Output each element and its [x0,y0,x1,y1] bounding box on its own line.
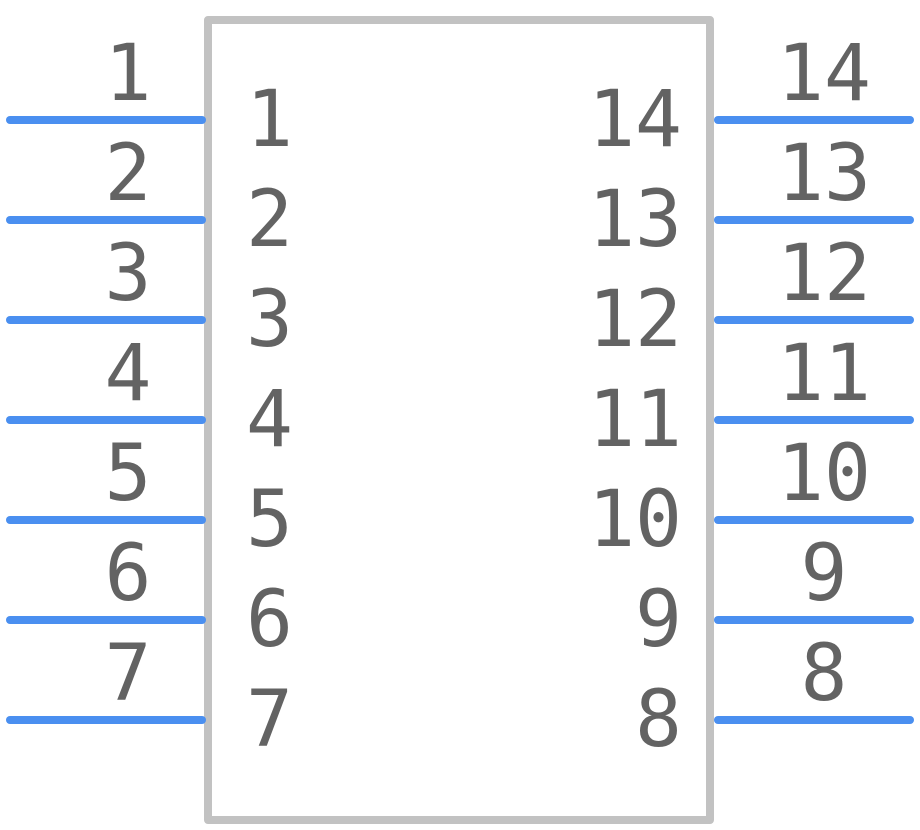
pin-number-2: 2 [105,129,152,219]
pin-number-14: 14 [777,29,871,119]
pin-label-13: 13 [588,175,682,265]
pin-number-1: 1 [105,29,152,119]
pin-number-10: 10 [777,429,871,519]
pin-number-6: 6 [105,529,152,619]
pin-label-4: 4 [246,375,293,465]
right-pin-group: 14 14 13 13 12 12 11 11 10 10 9 9 8 8 [588,29,914,765]
pin-label-9: 9 [635,575,682,665]
pin-number-7: 7 [105,629,152,719]
pin-number-11: 11 [777,329,871,419]
pin-label-2: 2 [246,175,293,265]
pin-label-12: 12 [588,275,682,365]
pin-number-8: 8 [801,629,848,719]
pin-number-3: 3 [105,229,152,319]
pin-label-10: 10 [588,475,682,565]
pin-number-9: 9 [801,529,848,619]
component-body [204,16,714,824]
pin-label-3: 3 [246,275,293,365]
left-pin-group: 1 1 2 2 3 3 4 4 5 5 6 6 7 7 [6,29,293,765]
pin-number-12: 12 [777,229,871,319]
pin-number-13: 13 [777,129,871,219]
pin-label-8: 8 [635,675,682,765]
pin-label-7: 7 [246,675,293,765]
pin-label-1: 1 [246,75,293,165]
pin-label-11: 11 [588,375,682,465]
pin-number-5: 5 [105,429,152,519]
pin-number-4: 4 [105,329,152,419]
pin-label-6: 6 [246,575,293,665]
pin-label-14: 14 [588,75,682,165]
pin-label-5: 5 [246,475,293,565]
